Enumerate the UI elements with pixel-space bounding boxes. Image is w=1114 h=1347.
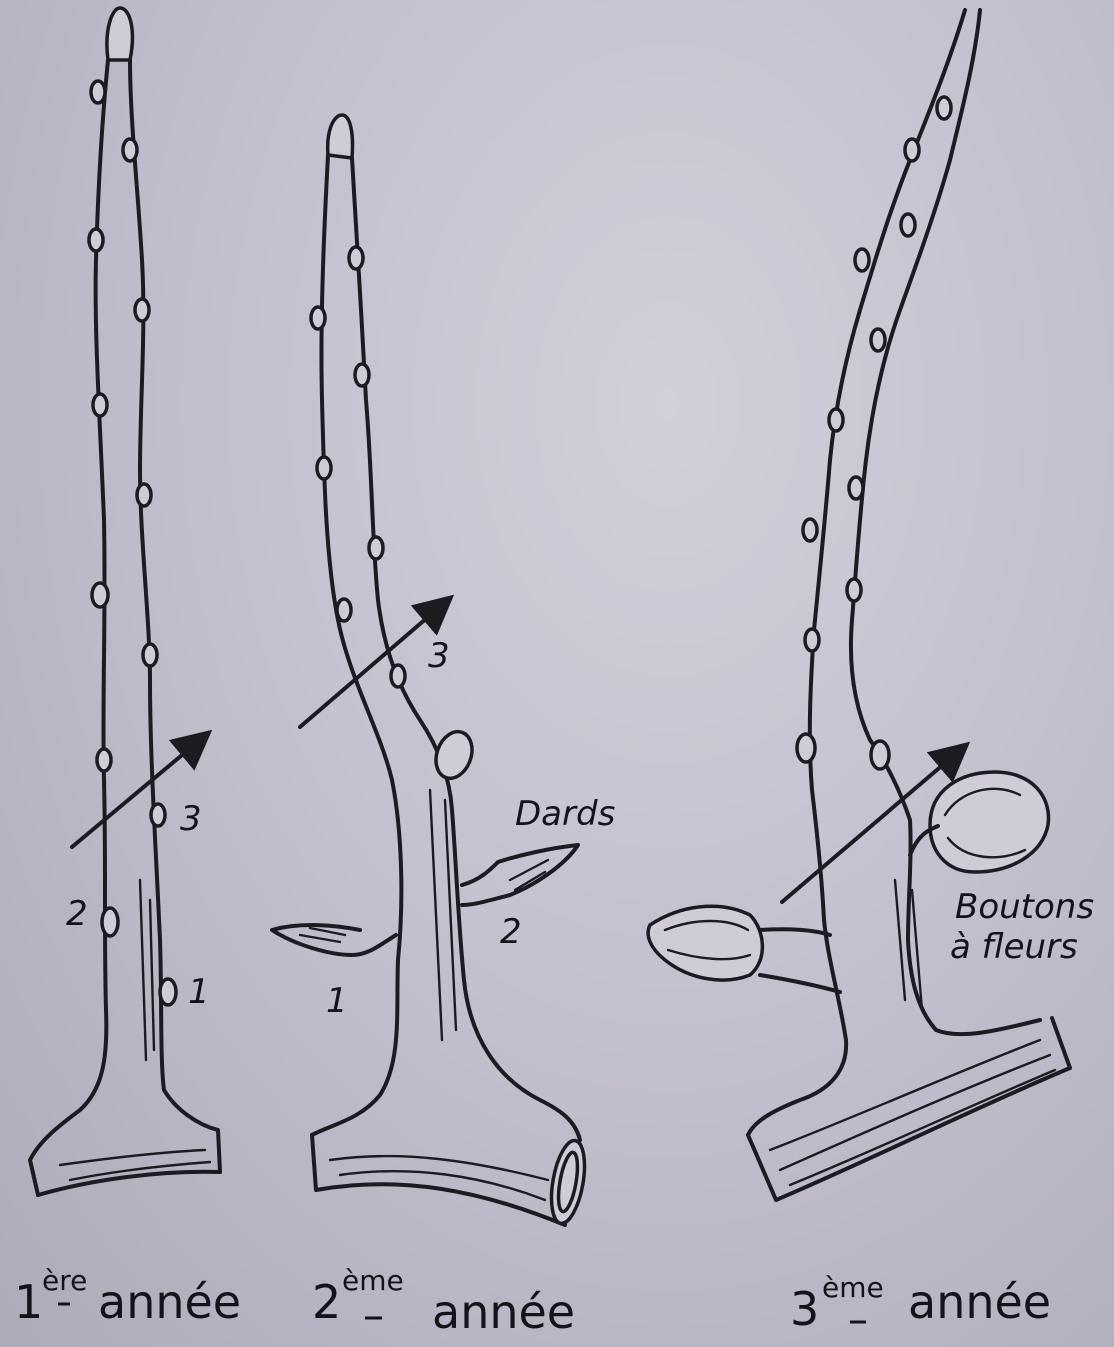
caption-word-2: année (432, 1285, 575, 1339)
boutons-label-line1: Boutons (955, 887, 1094, 927)
caption-ord-3: 3 (790, 1282, 819, 1336)
caption-word-1: année (98, 1275, 241, 1329)
terminal-bud-1 (107, 8, 132, 60)
boutons-label-line2: à fleurs (950, 927, 1078, 967)
bud-3-year-2 (391, 665, 405, 687)
caption-sup-1: ère (42, 1264, 87, 1297)
bud-2-year-1 (102, 908, 118, 936)
caption-sup-2: ème (342, 1264, 404, 1297)
bud-label-2-year-2: 2 (500, 912, 522, 952)
caption-ord-2: 2 (312, 1275, 341, 1329)
terminal-bud-2 (328, 115, 353, 158)
caption-year-3: 3 ème année (790, 1271, 1051, 1336)
bud-3-year-1 (151, 804, 165, 826)
bud-label-1-year-1: 1 (188, 972, 210, 1012)
caption-year-2: 2 ème année (312, 1264, 575, 1339)
caption-sup-3: ème (822, 1271, 884, 1304)
shoot-year-1 (30, 8, 220, 1195)
bud-1-year-1 (160, 979, 176, 1005)
bud-label-1-year-2: 1 (326, 981, 348, 1021)
dards-label: Dards (515, 794, 615, 834)
caption-year-1: 1 ère année (14, 1264, 241, 1329)
caption-ord-1: 1 (14, 1275, 43, 1329)
caption-word-3: année (908, 1275, 1051, 1329)
bud-label-3-year-1: 3 (180, 799, 202, 839)
shoot-year-3 (648, 10, 1070, 1200)
pruning-arrow-2 (300, 605, 442, 727)
bud-label-2-year-1: 2 (66, 894, 88, 934)
flower-bud-left (648, 906, 762, 980)
bud-label-3-year-2: 3 (428, 636, 450, 676)
